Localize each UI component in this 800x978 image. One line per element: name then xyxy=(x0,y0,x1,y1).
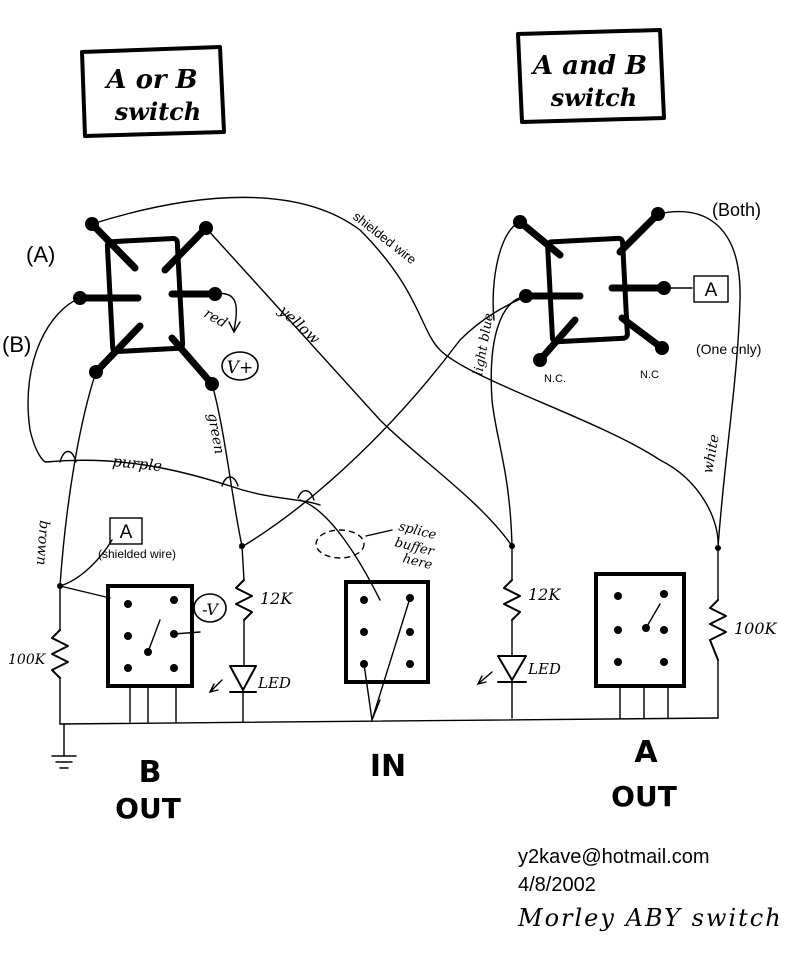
r-12k-left-label: 12K xyxy=(260,589,293,608)
vplus-label: V+ xyxy=(227,358,254,378)
a-out-label-line2: OUT xyxy=(611,780,677,813)
wire-green-label: green xyxy=(204,412,227,455)
a-or-b-title-box: A or B switch xyxy=(80,45,226,138)
box-a-right-label: A xyxy=(705,280,718,301)
wire-white-label: white xyxy=(700,433,723,475)
shielded-wire-left-label: (shielded wire) xyxy=(98,547,176,561)
a-or-b-switch xyxy=(73,217,222,391)
led-left-label: LED xyxy=(257,674,291,692)
in-jack xyxy=(344,580,430,723)
both-label: (Both) xyxy=(712,200,761,220)
wire-brown-label: brown xyxy=(33,520,52,566)
b-out-label-line1: B xyxy=(139,755,162,790)
r-100k-right-label: 100K xyxy=(734,619,778,638)
box-a-left: A xyxy=(109,517,143,545)
footer-date: 4/8/2002 xyxy=(518,874,596,896)
splice-label-3: here xyxy=(401,551,434,573)
vminus-label: -V xyxy=(202,600,219,619)
led-right-label: LED xyxy=(527,660,561,678)
terminal-a-label: (A) xyxy=(26,242,55,267)
a-or-b-title-line2: switch xyxy=(114,97,201,126)
a-and-b-title-line1: A and B xyxy=(530,51,647,81)
wire-red-label: red xyxy=(201,306,230,332)
footer-email: y2kave@hotmail.com xyxy=(518,846,710,868)
vminus-callout: -V xyxy=(193,593,227,623)
a-out-jack xyxy=(594,572,686,719)
b-out-label-line2: OUT xyxy=(115,792,181,825)
nc-left-label: N.C. xyxy=(544,373,566,385)
r-100k-left-label: 100K xyxy=(8,652,47,668)
a-and-b-title-box: A and B switch xyxy=(516,28,666,124)
b-out-jack xyxy=(106,584,201,723)
r-12k-right-label: 12K xyxy=(528,585,561,604)
a-and-b-title-line2: switch xyxy=(550,83,637,112)
wire-yellow-label: yellow xyxy=(275,301,324,348)
a-out-label-line1: A xyxy=(634,735,658,770)
a-and-b-switch xyxy=(513,207,671,367)
wire-purple-label: purple xyxy=(112,452,163,475)
in-label: IN xyxy=(370,749,406,784)
vplus-callout: V+ xyxy=(221,351,259,381)
wire-network xyxy=(27,196,741,769)
footer-title: Morley ABY switch xyxy=(518,904,783,932)
nc-right-label: N.C xyxy=(640,369,659,381)
terminal-b-label: (B) xyxy=(2,332,31,357)
box-a-left-label: A xyxy=(120,522,133,543)
one-only-label: (One only) xyxy=(696,341,761,357)
a-or-b-title-line1: A or B xyxy=(103,65,197,95)
box-a-right: A xyxy=(693,275,729,303)
